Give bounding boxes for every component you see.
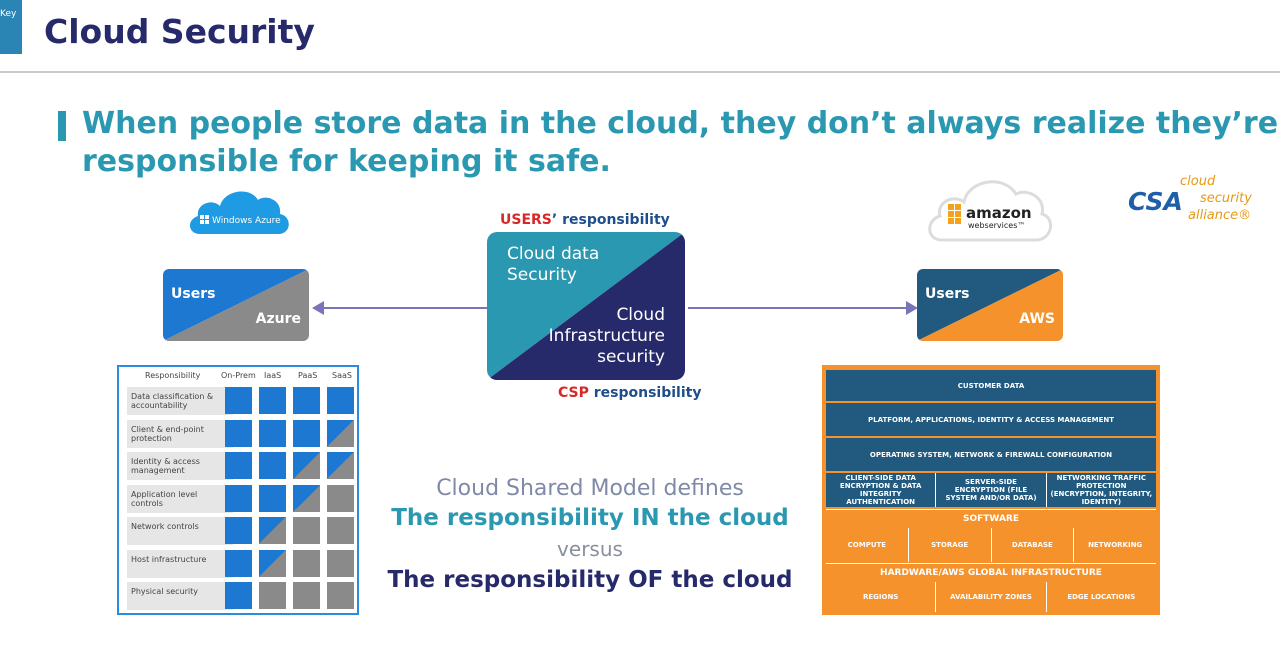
table-cell-user bbox=[259, 419, 286, 447]
responsibility-of-cloud-text: The responsibility OF the cloud bbox=[387, 567, 793, 593]
table-cell-user bbox=[327, 387, 354, 414]
users-responsibility-label: USERS’ responsibility bbox=[500, 212, 670, 228]
table-row-label: Network controls bbox=[127, 517, 233, 545]
table-cell-csp bbox=[327, 517, 354, 544]
windows-azure-logo: Windows Azure bbox=[189, 191, 289, 234]
table-cell-csp bbox=[259, 582, 286, 609]
csa-logo-mark: CSA bbox=[1128, 187, 1183, 216]
arrow-head-left bbox=[312, 301, 324, 315]
table-cell-user bbox=[225, 452, 252, 479]
csa-logo-line-2: security bbox=[1200, 191, 1252, 206]
arrow-to-aws bbox=[688, 307, 910, 309]
aws-users-box: Users AWS bbox=[917, 269, 1063, 341]
table-row-label: Identity & access management bbox=[127, 452, 233, 480]
aws-row-software-items: COMPUTE STORAGE DATABASE NETWORKING bbox=[826, 528, 1156, 562]
table-cell-user bbox=[259, 484, 286, 512]
aws-logo: amazon webservices™ bbox=[928, 180, 1052, 242]
azure-responsibility-table: Responsibility On-Prem IaaS PaaS SaaS Da… bbox=[117, 365, 359, 615]
bullet-bar bbox=[58, 111, 66, 141]
table-cell-user bbox=[225, 517, 252, 544]
aws-row-platform: PLATFORM, APPLICATIONS, IDENTITY & ACCES… bbox=[826, 403, 1156, 436]
table-header-saas: SaaS bbox=[332, 371, 352, 380]
table-cell-csp bbox=[327, 549, 354, 577]
aws-row-encryption: CLIENT-SIDE DATA ENCRYPTION & DATA INTEG… bbox=[826, 473, 1156, 507]
csp-resp-suffix: responsibility bbox=[588, 385, 702, 401]
headline-line-2: responsible for keeping it safe. bbox=[82, 144, 611, 179]
table-row-label: Application level controls bbox=[127, 484, 233, 513]
aws-responsibility-stack: CUSTOMER DATA PLATFORM, APPLICATIONS, ID… bbox=[822, 365, 1160, 615]
aws-box-users-label: Users bbox=[925, 286, 970, 302]
table-cell-user bbox=[225, 549, 252, 577]
users-resp-prefix: USERS bbox=[500, 212, 552, 228]
page-title: Cloud Security bbox=[44, 12, 315, 51]
csa-logo-line-1: cloud bbox=[1180, 174, 1216, 189]
table-cell-user bbox=[225, 582, 252, 609]
table-cell-csp bbox=[293, 549, 320, 577]
arrow-head-right bbox=[906, 301, 918, 315]
aws-box-provider-label: AWS bbox=[1019, 311, 1055, 327]
table-header-iaas: IaaS bbox=[264, 371, 282, 380]
table-header-responsibility: Responsibility bbox=[145, 371, 201, 380]
table-header-on-prem: On-Prem bbox=[221, 371, 256, 380]
table-cell-csp bbox=[293, 517, 320, 544]
versus-text: versus bbox=[557, 537, 623, 561]
aws-row-hardware-items: REGIONS AVAILABILITY ZONES EDGE LOCATION… bbox=[826, 582, 1156, 612]
csa-logo-line-3: alliance® bbox=[1188, 208, 1251, 223]
table-cell-user bbox=[293, 419, 320, 447]
aws-row-customer-data: CUSTOMER DATA bbox=[826, 370, 1156, 401]
table-cell-shared bbox=[293, 484, 320, 512]
azure-users-box: Users Azure bbox=[163, 269, 309, 341]
table-cell-shared bbox=[293, 452, 320, 479]
azure-box-users-label: Users bbox=[171, 286, 216, 302]
azure-box-provider-label: Azure bbox=[255, 311, 301, 327]
table-cell-shared bbox=[327, 419, 354, 447]
table-cell-user bbox=[225, 387, 252, 414]
table-cell-csp bbox=[327, 582, 354, 609]
table-header-paas: PaaS bbox=[298, 371, 318, 380]
aws-row-hardware: HARDWARE/AWS GLOBAL INFRASTRUCTURE bbox=[826, 563, 1156, 583]
responsibility-in-cloud-text: The responsibility IN the cloud bbox=[391, 505, 789, 531]
shared-model-defines-text: Cloud Shared Model defines bbox=[436, 476, 744, 501]
table-cell-shared bbox=[259, 549, 286, 577]
table-cell-shared bbox=[327, 452, 354, 479]
table-cell-csp bbox=[293, 582, 320, 609]
headline-line-1: When people store data in the cloud, the… bbox=[82, 106, 1279, 141]
corner-tab: Key bbox=[0, 0, 22, 54]
table-row-label: Host infrastructure bbox=[127, 549, 233, 578]
table-cell-csp bbox=[327, 484, 354, 512]
table-row-label: Data classification & accountability bbox=[127, 387, 233, 415]
table-cell-user bbox=[225, 419, 252, 447]
table-cell-shared bbox=[259, 517, 286, 544]
aws-row-os: OPERATING SYSTEM, NETWORK & FIREWALL CON… bbox=[826, 438, 1156, 471]
csp-resp-prefix: CSP bbox=[558, 385, 589, 401]
table-row-label: Physical security bbox=[127, 582, 233, 610]
arrow-to-azure bbox=[320, 307, 488, 309]
azure-logo-text: Windows Azure bbox=[212, 216, 281, 226]
aws-row-software: SOFTWARE bbox=[826, 509, 1156, 529]
table-row-label: Client & end-point protection bbox=[127, 419, 233, 448]
csa-logo: CSA cloud security alliance® bbox=[1128, 174, 1252, 223]
table-cell-user bbox=[259, 387, 286, 414]
corner-label: Key bbox=[0, 9, 17, 19]
aws-logo-sub: webservices™ bbox=[968, 221, 1025, 230]
table-cell-user bbox=[225, 484, 252, 512]
table-cell-user bbox=[259, 452, 286, 479]
aws-logo-word: amazon bbox=[966, 204, 1032, 222]
title-divider bbox=[0, 71, 1280, 73]
table-cell-user bbox=[293, 387, 320, 414]
csp-responsibility-label: CSP responsibility bbox=[558, 385, 701, 401]
users-resp-suffix: ’ responsibility bbox=[551, 212, 670, 228]
